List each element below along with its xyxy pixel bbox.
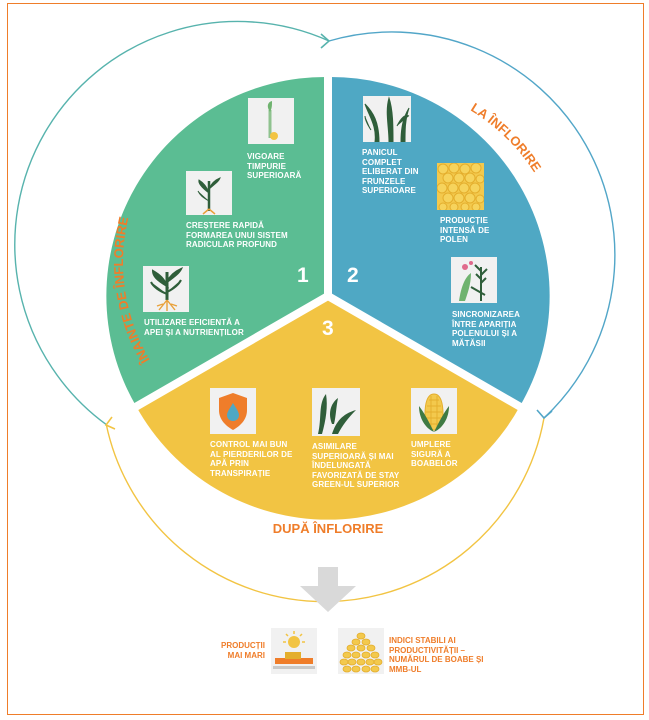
sector-separators bbox=[130, 72, 526, 413]
ring-arrowhead-right bbox=[536, 409, 553, 420]
corn-cob-icon bbox=[411, 388, 457, 434]
item-label-control: CONTROL MAI BUN AL PIERDERILOR DE APĂ PR… bbox=[210, 440, 293, 478]
page-frame bbox=[7, 3, 644, 715]
item-label-sincronizarea: SINCRONIZAREA ÎNTRE APARIȚIA POLENULUI Ș… bbox=[452, 310, 520, 348]
phase-number-before: 1 bbox=[297, 264, 309, 287]
ring-arrowhead-left bbox=[104, 416, 116, 430]
item-label-productie-polen: PRODUCȚIE INTENSĂ DE POLEN bbox=[440, 216, 490, 244]
outcome-label-indici: INDICI STABILI AI PRODUCTIVITĂȚII – NUMĂ… bbox=[389, 636, 484, 674]
item-label-vigoare: VIGOARE TIMPURIE SUPERIOARĂ bbox=[247, 152, 302, 180]
item-label-utilizare: UTILIZARE EFICIENTĂ A APEI ȘI A NUTRIENȚ… bbox=[144, 318, 244, 337]
phase-title-after: DUPĂ ÎNFLORIRE bbox=[273, 521, 384, 536]
phase-number-after: 3 bbox=[322, 317, 334, 340]
plant-roots-icon bbox=[143, 266, 189, 312]
silk-pollen-icon bbox=[451, 257, 497, 303]
ring-arrowhead-top bbox=[320, 33, 331, 49]
ring-arc-during bbox=[328, 31, 616, 419]
item-label-umplere: UMPLERE SIGURĂ A BOABELOR bbox=[411, 440, 458, 468]
outcome-label-productii: PRODUCȚII MAI MARI bbox=[221, 641, 265, 660]
seedling-icon bbox=[248, 98, 294, 144]
harvester-sun-icon bbox=[271, 628, 317, 674]
water-shield-icon bbox=[210, 388, 256, 434]
item-label-crestere: CREȘTERE RAPIDĂ FORMAREA UNUI SISTEM RAD… bbox=[186, 221, 288, 249]
young-plant-roots-icon bbox=[186, 171, 232, 215]
result-arrow bbox=[300, 567, 356, 612]
item-label-panicul: PANICUL COMPLET ELIBERAT DIN FRUNZELE SU… bbox=[362, 148, 419, 195]
item-label-asimilare: ASIMILARE SUPERIOARĂ ȘI MAI ÎNDELUNGATĂ … bbox=[312, 442, 400, 489]
kernel-pile-icon bbox=[338, 628, 384, 674]
ring-arc-before bbox=[14, 20, 330, 426]
pollen-icon bbox=[437, 163, 484, 210]
phase-number-during: 2 bbox=[347, 264, 359, 287]
panicle-leaves-icon bbox=[363, 96, 411, 142]
green-leaves-icon bbox=[312, 388, 360, 436]
